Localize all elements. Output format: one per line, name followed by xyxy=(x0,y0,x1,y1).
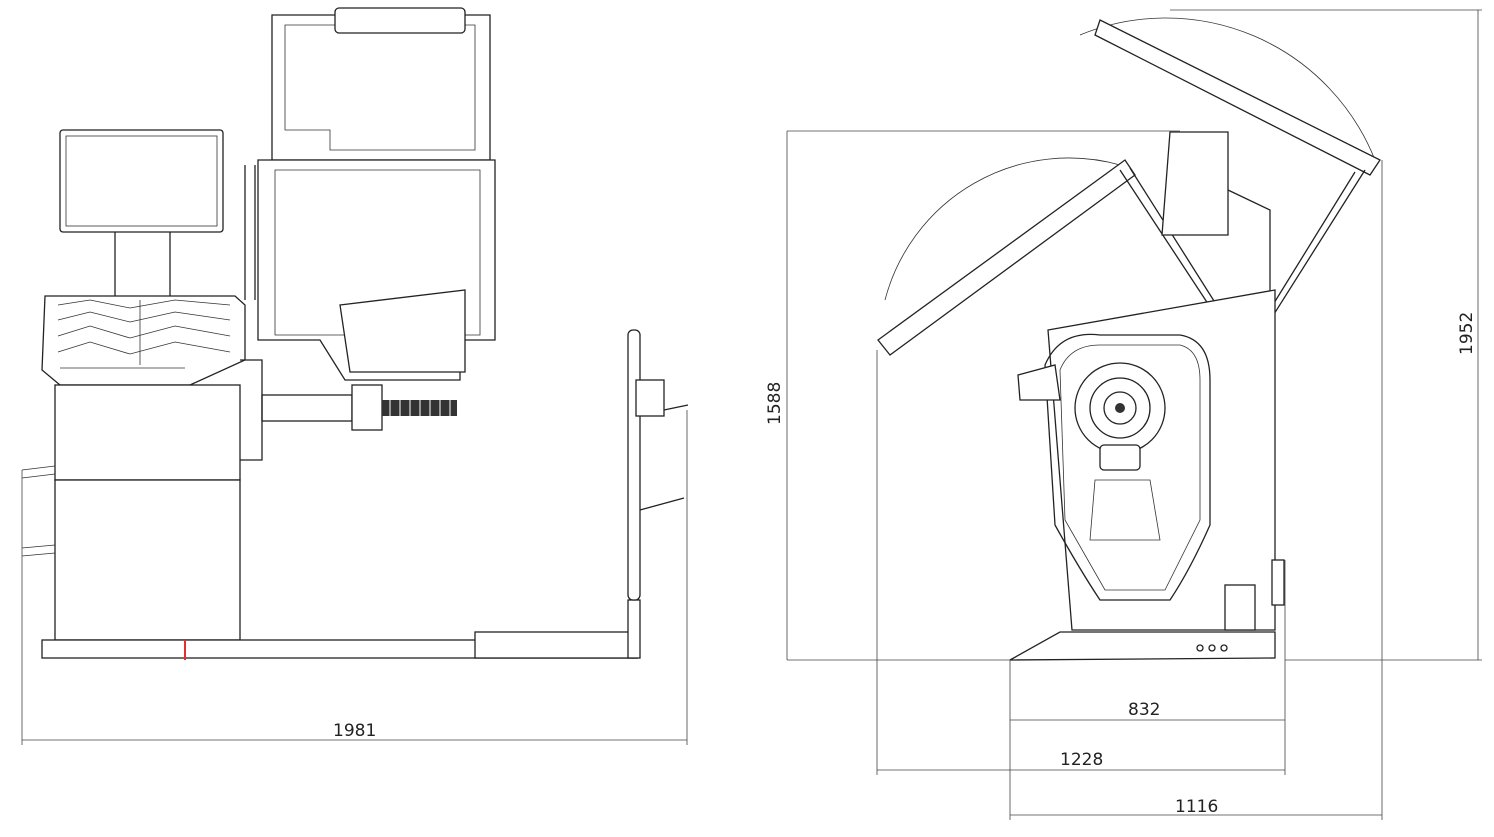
cabinet-upper xyxy=(54,384,241,481)
tool-tray xyxy=(41,295,246,386)
wheel-guard-open xyxy=(271,14,491,161)
cabinet-lower xyxy=(54,479,241,641)
dimension-label-front-width: 1981 xyxy=(333,721,376,741)
monitor xyxy=(59,129,224,233)
air-filter xyxy=(1271,559,1285,606)
dimension-label-height-closed: 1588 xyxy=(765,382,785,425)
wheel-guard-open xyxy=(1094,19,1381,176)
dimension-label-guard-depth: 1228 xyxy=(1060,750,1103,770)
machine-body xyxy=(1047,289,1276,631)
guard-swing-arc-open xyxy=(1079,17,1376,161)
front-view: 1981 xyxy=(21,7,689,745)
dimension-label-height-open: 1952 xyxy=(1457,312,1477,355)
shaft xyxy=(261,394,353,422)
dimension-label-total-depth: 1116 xyxy=(1175,797,1218,817)
guard-swing-arc-closed xyxy=(884,157,1121,301)
dimension-label-base-depth: 832 xyxy=(1128,700,1160,720)
lift-rod xyxy=(627,329,641,601)
monitor xyxy=(1161,131,1229,236)
side-view: 1588 1952 832 1228 1116 xyxy=(765,9,1482,820)
base xyxy=(1009,631,1276,661)
